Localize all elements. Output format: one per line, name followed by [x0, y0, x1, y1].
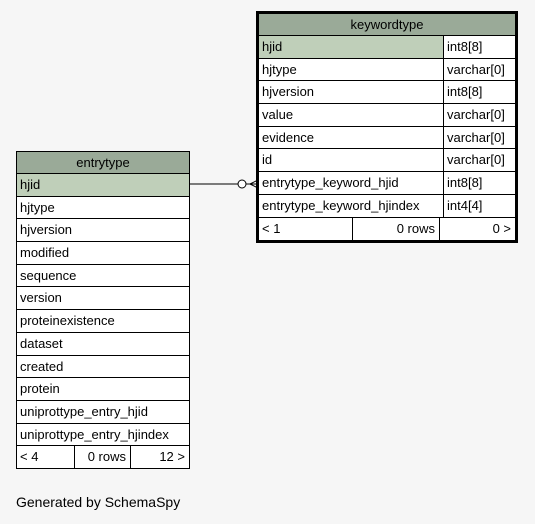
column-type: int8[8]	[443, 36, 515, 58]
entrytype-table[interactable]: entrytype hjid hjtype hjversion modified…	[16, 151, 190, 470]
children-count[interactable]: 12 >	[159, 449, 185, 465]
column-row[interactable]: version	[17, 287, 189, 311]
column-name: entrytype_keyword_hjid	[262, 175, 399, 191]
column-name: dataset	[20, 335, 63, 351]
column-name: version	[20, 290, 62, 306]
column-row[interactable]: hjversion int8[8]	[259, 81, 515, 105]
column-row[interactable]: value varchar[0]	[259, 104, 515, 127]
column-name: uniprottype_entry_hjid	[20, 403, 148, 419]
column-name: uniprottype_entry_hjindex	[20, 426, 169, 442]
column-name: hjid	[259, 36, 443, 58]
column-row[interactable]: id varchar[0]	[259, 149, 515, 173]
column-row[interactable]: hjversion	[17, 219, 189, 243]
column-row[interactable]: proteinexistence	[17, 310, 189, 333]
column-name: created	[20, 358, 64, 374]
column-type: int8[8]	[443, 81, 515, 104]
column-row[interactable]: hjtype	[17, 197, 189, 220]
column-row[interactable]: modified	[17, 242, 189, 265]
generated-by-text: Generated by SchemaSpy	[16, 494, 181, 510]
column-row[interactable]: evidence varchar[0]	[259, 126, 515, 150]
column-row[interactable]: sequence	[17, 265, 189, 288]
column-name: hjversion	[20, 222, 73, 238]
table-title[interactable]: keywordtype	[259, 14, 515, 36]
column-name: proteinexistence	[20, 313, 115, 329]
column-row[interactable]: uniprottype_entry_hjid	[17, 401, 189, 424]
column-name: hjid	[17, 174, 189, 196]
column-type: varchar[0]	[443, 58, 515, 81]
row-count: 0 rows	[353, 217, 440, 240]
column-name: evidence	[262, 129, 315, 145]
column-type: int4[4]	[443, 194, 515, 217]
column-name: hjversion	[262, 84, 315, 100]
table-footer: < 4 0 rows 12 >	[17, 446, 189, 469]
column-row[interactable]: protein	[17, 378, 189, 401]
column-name: sequence	[20, 267, 77, 283]
column-row[interactable]: hjid	[17, 174, 189, 197]
column-row[interactable]: created	[17, 356, 189, 379]
column-row[interactable]: entrytype_keyword_hjid int8[8]	[259, 172, 515, 195]
table-title[interactable]: entrytype	[17, 152, 189, 174]
column-type: varchar[0]	[443, 126, 515, 149]
column-row[interactable]: uniprottype_entry_hjindex	[17, 424, 189, 447]
column-name: hjtype	[262, 61, 297, 77]
column-type: varchar[0]	[443, 149, 515, 172]
column-type: varchar[0]	[443, 104, 515, 126]
column-name: id	[262, 152, 273, 168]
column-row[interactable]: entrytype_keyword_hjindex int4[4]	[259, 194, 515, 218]
column-row[interactable]: dataset	[17, 333, 189, 356]
column-name: value	[262, 107, 294, 123]
column-name: hjtype	[20, 199, 55, 215]
column-type: int8[8]	[443, 172, 515, 194]
column-row[interactable]: hjtype varchar[0]	[259, 58, 515, 82]
column-name: modified	[20, 245, 70, 261]
column-name: protein	[20, 381, 60, 397]
parents-count[interactable]: < 4	[17, 446, 75, 469]
table-footer: < 1 0 rows 0 >	[259, 217, 515, 240]
parents-count[interactable]: < 1	[259, 217, 353, 240]
children-count[interactable]: 0 >	[492, 220, 511, 236]
column-name: entrytype_keyword_hjindex	[262, 197, 420, 213]
row-count: 0 rows	[75, 446, 131, 469]
